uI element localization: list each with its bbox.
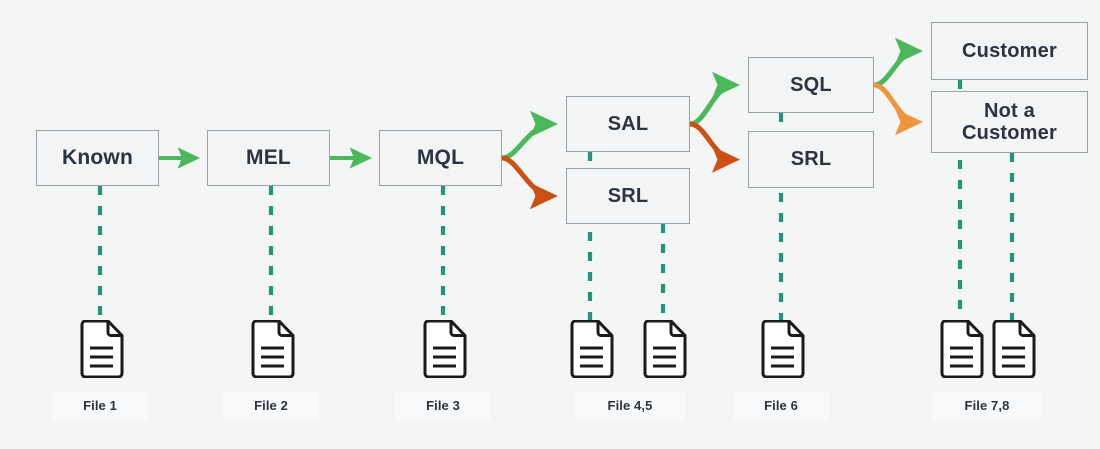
flow-arrow-sal-to-sql (689, 71, 740, 127)
file-caption: File 2 (223, 392, 319, 420)
stage-label: SRL (790, 148, 832, 171)
stage-label: SAL (607, 112, 649, 135)
stage-box-srl-sql[interactable]: SRL (748, 131, 874, 188)
stage-label: MQL (416, 146, 465, 170)
document-icon[interactable] (939, 319, 985, 383)
stage-box-srl-sal[interactable]: SRL (566, 168, 690, 224)
document-icon[interactable] (250, 319, 296, 383)
document-icon[interactable] (991, 319, 1037, 383)
stage-box-mel[interactable]: MEL (207, 130, 330, 186)
file-caption: File 7,8 (932, 392, 1042, 420)
file-caption: File 1 (52, 392, 148, 420)
file-caption: File 6 (733, 392, 829, 420)
stage-label: Customer (962, 39, 1057, 62)
stage-box-known[interactable]: Known (36, 130, 159, 186)
stage-label: Not a Customer (962, 99, 1057, 144)
stage-box-sal[interactable]: SAL (566, 96, 690, 152)
stage-label: Known (62, 146, 133, 170)
stage-label: MEL (246, 146, 291, 170)
flow-arrow-sql-to-customer (873, 37, 923, 88)
stage-box-mql[interactable]: MQL (379, 130, 502, 186)
stage-box-sql[interactable]: SQL (748, 57, 874, 113)
flow-arrow-sal-to-srl (689, 121, 740, 173)
document-icon[interactable] (760, 319, 806, 383)
document-icon[interactable] (642, 319, 688, 383)
document-icon[interactable] (569, 319, 615, 383)
flow-arrow-mql-to-sal (501, 110, 558, 161)
stage-label: SRL (607, 184, 649, 207)
file-caption: File 3 (395, 392, 491, 420)
stage-box-customer[interactable]: Customer (931, 22, 1088, 80)
stage-box-not-customer[interactable]: Not a Customer (931, 91, 1088, 153)
document-icon[interactable] (79, 319, 125, 383)
flow-arrow-sql-to-not-customer (873, 82, 923, 136)
stage-label: SQL (790, 73, 832, 96)
document-icon[interactable] (422, 319, 468, 383)
file-caption: File 4,5 (575, 392, 685, 420)
flow-arrow-mql-to-srl (501, 155, 558, 210)
